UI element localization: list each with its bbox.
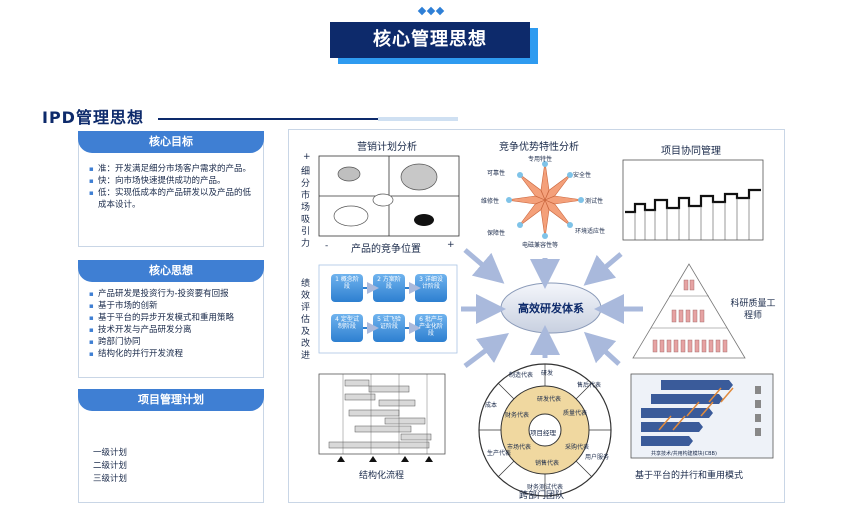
platform-diagram bbox=[630, 373, 774, 459]
phase-num: 4 bbox=[335, 316, 339, 323]
matrix-bubble bbox=[400, 163, 438, 191]
phase-label: 批产与产业化阶段 bbox=[418, 316, 443, 337]
decorative-dots bbox=[417, 6, 445, 16]
spoke-label: 安全性 bbox=[573, 172, 592, 179]
thinking-panel: 核心思想 产品研发是投资行为-投资要有回报 基于市场的创新 基于平台的异步开发模… bbox=[78, 260, 264, 378]
team-outer-label: 研发 bbox=[541, 370, 554, 377]
phase-num: 3 bbox=[419, 276, 423, 283]
marketing-matrix bbox=[318, 155, 460, 237]
thinking-item: 跨部门协同 bbox=[89, 336, 255, 348]
team-outer-label: 财务测试代表 bbox=[527, 484, 564, 491]
spoke-label: 专用特性 bbox=[528, 156, 553, 163]
matrix-bubble bbox=[333, 205, 369, 227]
marketing-x-axis: 产品的竞争位置 bbox=[351, 244, 421, 255]
goals-item: 低：实现低成本的产品研发以及产品的低成本设计。 bbox=[89, 187, 255, 211]
phase-step: 1 概念阶段 bbox=[333, 276, 361, 290]
matrix-bubble bbox=[372, 193, 394, 207]
plan-item: 一级计划 bbox=[93, 448, 128, 458]
spoke-label: 维修性 bbox=[481, 198, 500, 205]
competition-title: 竞争优势特性分析 bbox=[499, 142, 579, 153]
thinking-item: 产品研发是投资行为-投资要有回报 bbox=[89, 288, 255, 300]
marketing-plus-right: + bbox=[447, 240, 455, 250]
spoke-label: 测试性 bbox=[585, 198, 604, 205]
platform-footer: 共享技术/共用构建模块(CBB) bbox=[651, 451, 717, 457]
team-title: 跨部门团队 bbox=[519, 491, 565, 501]
plan-panel: 项目管理计划 一级计划 二级计划 三级计划 bbox=[78, 389, 264, 503]
phase-num: 1 bbox=[335, 276, 339, 283]
phase-label: 定型试制阶段 bbox=[337, 316, 359, 330]
spoke-label: 电磁兼容性等 bbox=[522, 242, 559, 249]
team-outer-label: 生产代表 bbox=[487, 450, 512, 457]
marketing-title: 营销计划分析 bbox=[357, 142, 417, 153]
spoke-label: 保障性 bbox=[487, 230, 506, 237]
team-inner-label: 质量代表 bbox=[563, 410, 588, 417]
matrix-bubble bbox=[414, 214, 434, 226]
competition-star bbox=[506, 161, 584, 239]
team-inner-label: 研发代表 bbox=[537, 396, 562, 403]
performance-side-label: 绩效评估及改进 bbox=[301, 279, 311, 361]
thinking-item: 技术开发与产品研发分离 bbox=[89, 324, 255, 336]
quality-label: 科研质量工程师 bbox=[730, 299, 776, 321]
team-outer-label: 售后代表 bbox=[577, 382, 602, 389]
phase-step: 6 批产与产业化阶段 bbox=[417, 316, 445, 337]
team-inner-label: 销售代表 bbox=[535, 460, 560, 467]
phase-num: 6 bbox=[419, 316, 423, 323]
phase-step: 5 试飞验证阶段 bbox=[375, 316, 403, 330]
goals-panel-title: 核心目标 bbox=[78, 131, 264, 153]
team-core: 项目经理 bbox=[530, 429, 556, 437]
goals-panel: 核心目标 准：开发满足细分市场客户需求的产品。 快：向市场快速提供成功的产品。 … bbox=[78, 131, 264, 247]
phase-step: 4 定型试制阶段 bbox=[333, 316, 361, 330]
thinking-item: 基于市场的创新 bbox=[89, 300, 255, 312]
matrix-bubble bbox=[337, 166, 361, 182]
flow-arrows bbox=[461, 248, 643, 368]
quality-pyramid bbox=[632, 263, 746, 359]
structured-flow-chart bbox=[318, 373, 446, 462]
performance-phases bbox=[318, 264, 458, 354]
thinking-item: 结构化的并行开发流程 bbox=[89, 348, 255, 360]
marketing-plus-top: + bbox=[303, 152, 311, 162]
goals-item: 快：向市场快速提供成功的产品。 bbox=[89, 175, 255, 187]
thinking-panel-title: 核心思想 bbox=[78, 260, 264, 282]
goals-item: 准：开发满足细分市场客户需求的产品。 bbox=[89, 163, 255, 175]
section-heading: IPD管理思想 bbox=[42, 108, 144, 127]
collab-title: 项目协同管理 bbox=[661, 146, 721, 157]
center-label: 高效研发体系 bbox=[518, 302, 584, 315]
goals-list: 准：开发满足细分市场客户需求的产品。 快：向市场快速提供成功的产品。 低：实现低… bbox=[79, 153, 263, 217]
platform-title: 基于平台的并行和重用模式 bbox=[635, 471, 744, 481]
team-circle bbox=[478, 363, 612, 497]
team-outer-label: 用户服务 bbox=[585, 454, 610, 461]
plan-panel-title: 项目管理计划 bbox=[78, 389, 264, 411]
phase-step: 3 详细设计阶段 bbox=[417, 276, 445, 290]
phase-label: 详细设计阶段 bbox=[421, 276, 443, 290]
phase-label: 方案阶段 bbox=[382, 276, 401, 290]
team-inner-label: 财务代表 bbox=[505, 412, 530, 419]
team-inner-label: 市场代表 bbox=[507, 444, 532, 451]
team-outer-label: 制造代表 bbox=[509, 372, 534, 379]
spoke-label: 环境适应性 bbox=[575, 228, 606, 235]
thinking-item: 基于平台的异步开发模式和重用策略 bbox=[89, 312, 255, 324]
team-inner-label: 采购代表 bbox=[565, 444, 590, 451]
phase-num: 2 bbox=[377, 276, 381, 283]
structured-title: 结构化流程 bbox=[359, 471, 405, 481]
phase-label: 概念阶段 bbox=[340, 276, 359, 290]
spoke-label: 可靠性 bbox=[487, 170, 506, 177]
marketing-y-axis: 细分市场吸引力 bbox=[301, 167, 311, 249]
collab-chart bbox=[622, 159, 764, 241]
team-outer-label: 成本 bbox=[485, 402, 498, 409]
phase-label: 试飞验证阶段 bbox=[379, 316, 401, 330]
title-banner: 核心管理思想 bbox=[330, 22, 538, 64]
plan-item: 三级计划 bbox=[93, 474, 128, 484]
section-divider bbox=[158, 117, 458, 121]
plan-item: 二级计划 bbox=[93, 461, 128, 471]
ipd-diagram: 营销计划分析 + 细分市场吸引力 - 产品的竞争位置 + 竞争优势特性分析 专用… bbox=[288, 129, 785, 503]
ipd-diagram-graphics bbox=[318, 155, 774, 497]
marketing-minus: - bbox=[325, 241, 329, 251]
thinking-list: 产品研发是投资行为-投资要有回报 基于市场的创新 基于平台的异步开发模式和重用策… bbox=[79, 282, 263, 366]
page-title: 核心管理思想 bbox=[330, 22, 530, 58]
phase-step: 2 方案阶段 bbox=[375, 276, 403, 290]
plan-list: 一级计划 二级计划 三级计划 bbox=[79, 411, 263, 496]
phase-num: 5 bbox=[377, 316, 381, 323]
